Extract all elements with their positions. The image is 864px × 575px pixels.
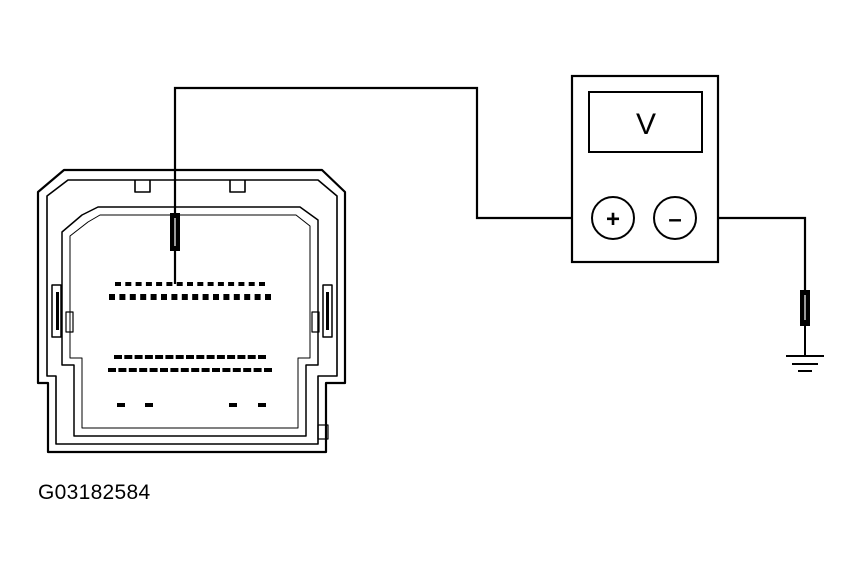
connector-pin [186, 355, 194, 359]
connector-pin [134, 355, 143, 359]
connector-outer-housing [36, 168, 347, 454]
connector-key-left [65, 311, 74, 333]
voltmeter: V + – [570, 74, 720, 264]
connector-pin [264, 368, 272, 372]
connector-pin [181, 294, 188, 300]
voltmeter-display-label: V [636, 108, 656, 141]
positive-test-lead [173, 86, 591, 220]
figure-reference-code: G03182584 [38, 481, 151, 504]
connector-pin [156, 282, 163, 286]
connector-pin [135, 282, 142, 286]
connector-pin-field-inner [69, 214, 311, 429]
connector-side-rail-left [51, 284, 62, 338]
connector-pins [108, 282, 272, 407]
connector-pin [114, 355, 122, 359]
connector-pin [115, 282, 121, 286]
connector-pin [117, 403, 125, 407]
connector-pin [223, 294, 230, 300]
connector-pin [155, 355, 164, 359]
connector-pin [171, 294, 178, 300]
connector-pin [217, 282, 224, 286]
connector-pin [254, 294, 261, 300]
connector-pin [165, 355, 174, 359]
connector-pin [229, 403, 237, 407]
connector-pin [258, 355, 266, 359]
connector-pin [222, 368, 231, 372]
ground-probe-icon [800, 290, 810, 355]
connector-pin [265, 294, 271, 300]
connector-pin [202, 294, 209, 300]
connector-pin-field [61, 206, 319, 437]
connector-pin [196, 355, 205, 359]
connector-side-rail-right-inner [326, 292, 329, 330]
connector-pin [170, 368, 179, 372]
connector-pin [161, 294, 167, 300]
connector-pin [244, 294, 251, 300]
connector-pin [160, 368, 168, 372]
connector-pin [119, 294, 126, 300]
connector-pin [247, 355, 256, 359]
connector-pin [228, 282, 235, 286]
connector-latch-left [134, 180, 151, 193]
connector-pin [207, 282, 214, 286]
connector-pin [149, 368, 158, 372]
connector-pin [166, 282, 173, 286]
connector-pin [124, 355, 133, 359]
connector-pin [139, 368, 148, 372]
connector-pin [150, 294, 157, 300]
connector-pin [128, 368, 137, 372]
connector-pin [187, 282, 193, 286]
connector-foot-key [317, 424, 329, 440]
connector-latch-right [229, 180, 246, 193]
connector-pin [213, 294, 219, 300]
connector-pin [227, 355, 236, 359]
voltmeter-display [588, 91, 703, 153]
connector-pin [258, 403, 266, 407]
connector-pin [175, 355, 184, 359]
negative-terminal-label: – [668, 206, 681, 233]
connector-side-rail-left-inner [56, 292, 59, 330]
ground-symbol-icon [786, 355, 824, 372]
connector-pin [191, 368, 200, 372]
connector-side-rail-right [322, 284, 333, 338]
connector-pin [145, 282, 152, 286]
connector-pin [233, 294, 240, 300]
connector-pin [243, 368, 252, 372]
connector-pin [192, 294, 199, 300]
test-leads [173, 86, 807, 292]
connector-pin [118, 368, 127, 372]
voltmeter-negative-terminal: – [653, 196, 697, 240]
connector-pin [197, 282, 204, 286]
control-module-connector [36, 168, 347, 454]
connector-pin [237, 355, 246, 359]
connector-pin [108, 368, 116, 372]
connector-pin [125, 282, 132, 286]
connector-pin [212, 368, 220, 372]
connector-pin [253, 368, 262, 372]
connector-pin [201, 368, 210, 372]
connector-inner-rim [46, 179, 338, 445]
voltmeter-positive-terminal: + [591, 196, 635, 240]
connector-pin [129, 294, 136, 300]
test-probe-icon [170, 213, 180, 251]
connector-pin [248, 282, 255, 286]
connector-pin [140, 294, 147, 300]
connector-pin [216, 355, 225, 359]
connector-pin [180, 368, 189, 372]
connector-pin [145, 403, 153, 407]
connector-pin [232, 368, 241, 372]
negative-test-lead [690, 216, 807, 292]
connector-pin [206, 355, 215, 359]
connector-pin [144, 355, 153, 359]
connector-key-right [311, 311, 320, 333]
connector-pin [176, 282, 183, 286]
connector-pin [259, 282, 265, 286]
positive-terminal-label: + [606, 206, 620, 233]
connector-pin [109, 294, 115, 300]
connector-pin [238, 282, 245, 286]
